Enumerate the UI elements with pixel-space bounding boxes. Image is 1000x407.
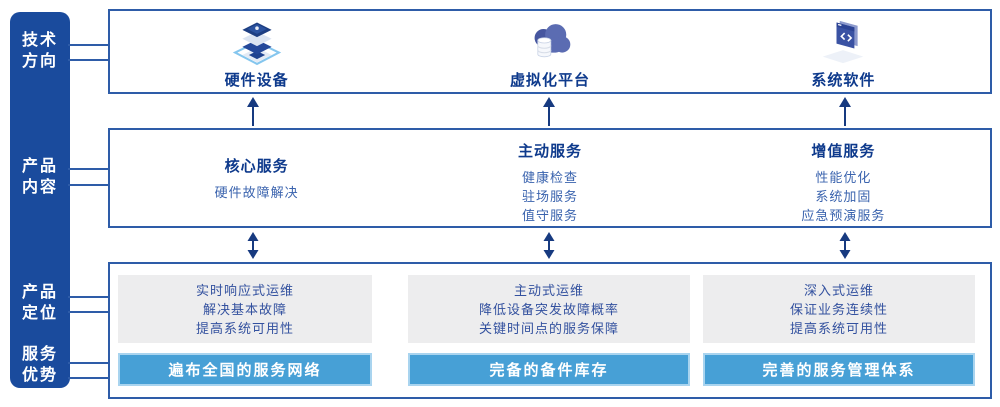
- svc-item: 应急预演服务: [801, 208, 886, 223]
- positioning-line: 主动式运维: [513, 282, 584, 298]
- svc-title: 增值服务: [811, 143, 876, 160]
- axis-label-line: 服务: [21, 346, 58, 363]
- tech-direction-panel: 硬件设备 虚拟化平台: [108, 9, 992, 94]
- positioning-line: 降低设备突发故障概率: [478, 301, 619, 317]
- axis-label-line: 产品: [21, 158, 58, 175]
- svc-item: 值守服务: [521, 208, 578, 223]
- tech-col-virtualization: 虚拟化平台: [403, 11, 696, 92]
- positioning-card-deep: 深入式运维 保证业务连续性 提高系统可用性: [703, 275, 975, 343]
- up-arrow-icon: [246, 97, 260, 131]
- axis-label-line: 内容: [21, 179, 58, 196]
- connector-line: [68, 362, 108, 364]
- tech-label-virtualization: 虚拟化平台: [509, 72, 590, 89]
- axis-label-service-advantage: 服务 优势: [10, 344, 70, 386]
- svc-item: 系统加固: [815, 189, 872, 204]
- positioning-line: 提高系统可用性: [789, 320, 888, 336]
- positioning-line: 保证业务连续性: [789, 301, 888, 317]
- up-arrow-icon: [542, 97, 556, 131]
- connector-line: [68, 168, 108, 170]
- positioning-card-proactive: 主动式运维 降低设备突发故障概率 关键时间点的服务保障: [408, 275, 690, 343]
- axis-label-line: 定位: [21, 305, 58, 322]
- code-window-icon: [817, 16, 869, 68]
- connector-line: [68, 311, 108, 313]
- positioning-line: 深入式运维: [803, 282, 874, 298]
- up-arrow-icon: [838, 97, 852, 131]
- tech-label-hardware: 硬件设备: [224, 72, 289, 89]
- positioning-line: 实时响应式运维: [195, 282, 294, 298]
- advantage-banner-service-network: 遍布全国的服务网络: [118, 353, 372, 386]
- tech-label-software: 系统软件: [811, 72, 876, 89]
- double-arrow-icon: [542, 232, 556, 264]
- left-axis-bar: [10, 12, 70, 388]
- positioning-line: 提高系统可用性: [195, 320, 294, 336]
- advantage-banner-spare-parts: 完备的备件库存: [408, 353, 690, 386]
- axis-label-line: 技术: [21, 32, 58, 49]
- tech-col-software: 系统软件: [697, 11, 990, 92]
- svc-item: 驻场服务: [521, 189, 578, 204]
- connector-line: [68, 296, 108, 298]
- axis-label-line: 优势: [21, 367, 58, 384]
- svc-col-value-added: 增值服务 性能优化 系统加固 应急预演服务: [697, 130, 990, 226]
- axis-label-product-content: 产品 内容: [10, 156, 70, 198]
- axis-label-tech-direction: 技术 方向: [10, 30, 70, 72]
- connector-line: [68, 377, 108, 379]
- svc-title: 主动服务: [517, 143, 582, 160]
- double-arrow-icon: [246, 232, 260, 264]
- svc-item: 硬件故障解决: [214, 184, 299, 200]
- svc-col-proactive: 主动服务 健康检查 驻场服务 值守服务: [403, 130, 696, 226]
- axis-label-line: 产品: [21, 284, 58, 301]
- svc-title: 核心服务: [224, 157, 289, 175]
- positioning-card-realtime: 实时响应式运维 解决基本故障 提高系统可用性: [118, 275, 372, 343]
- server-stack-icon: [231, 16, 283, 68]
- advantage-banner-management-system: 完善的服务管理体系: [703, 353, 975, 386]
- svc-item: 性能优化: [815, 170, 872, 185]
- double-arrow-icon: [838, 232, 852, 264]
- cloud-database-icon: [524, 16, 576, 68]
- svc-col-core: 核心服务 硬件故障解决: [110, 130, 403, 226]
- positioning-line: 解决基本故障: [202, 301, 287, 317]
- connector-line: [68, 59, 108, 61]
- axis-label-product-positioning: 产品 定位: [10, 282, 70, 324]
- svc-item: 健康检查: [521, 170, 578, 185]
- connector-line: [68, 184, 108, 186]
- axis-label-line: 方向: [21, 53, 58, 70]
- product-content-panel: 核心服务 硬件故障解决 主动服务 健康检查 驻场服务 值守服务 增值服务 性能优…: [108, 128, 992, 228]
- connector-line: [68, 44, 108, 46]
- tech-col-hardware: 硬件设备: [110, 11, 403, 92]
- positioning-line: 关键时间点的服务保障: [478, 320, 619, 336]
